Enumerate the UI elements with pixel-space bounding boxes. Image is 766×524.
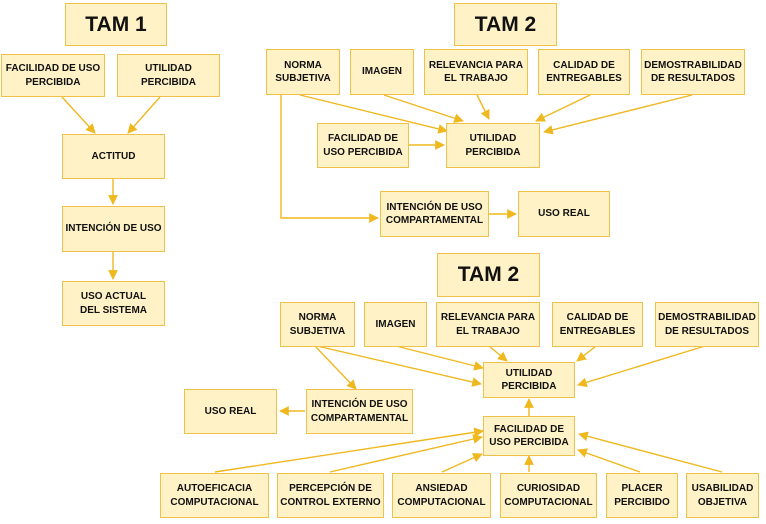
- tam2-top-uso-real-box: USO REAL: [518, 191, 610, 237]
- arrow-t2b-demostrabilidad-utilidad: [577, 345, 706, 388]
- tam1-title: TAM 1: [65, 3, 167, 46]
- tam1-uso-actual-box: USO ACTUAL DEL SISTEMA: [62, 281, 165, 326]
- tam2-bottom-ansiedad-box: ANSIEDAD COMPUTACIONAL: [392, 473, 491, 518]
- arrow-t1-utilidad-actitud: [127, 96, 161, 134]
- arrow-t2a-norma-intencion: [280, 95, 379, 223]
- tam2-bottom-norma-box: NORMA SUBJETIVA: [280, 302, 355, 347]
- tam1-intencion-box: INTENCIÓN DE USO: [62, 206, 165, 252]
- tam2-top-title: TAM 2: [454, 3, 557, 46]
- tam2-bottom-curiosidad-box: CURIOSIDAD COMPUTACIONAL: [500, 473, 597, 518]
- arrow-t2b-placer-facilidad: [577, 448, 641, 473]
- tam2-top-intencion-box: INTENCIÓN DE USO COMPARTAMENTAL: [380, 191, 489, 237]
- tam2-top-utilidad-box: UTILIDAD PERCIBIDA: [446, 123, 540, 168]
- arrow-t2b-norma-utilidad: [316, 345, 482, 387]
- tam1-utilidad-box: UTILIDAD PERCIBIDA: [117, 54, 220, 97]
- arrow-t2a-imagen-utilidad: [383, 94, 464, 123]
- arrow-t2b-imagen-utilidad: [395, 345, 484, 371]
- tam2-bottom-relevancia-box: RELEVANCIA PARA EL TRABAJO: [436, 302, 540, 347]
- tam2-top-facilidad-box: FACILIDAD DE USO PERCIBIDA: [317, 123, 409, 168]
- tam2-top-imagen-box: IMAGEN: [350, 49, 414, 95]
- tam2-bottom-demostrabilidad-box: DEMOSTRABILIDAD DE RESULTADOS: [655, 302, 759, 347]
- arrow-t2b-calidad-utilidad: [576, 345, 597, 362]
- tam1-actitud-box: ACTITUD: [62, 134, 165, 179]
- arrow-t2b-autoeficacia-facilidad: [214, 427, 484, 473]
- tam2-bottom-usabilidad-box: USABILIDAD OBJETIVA: [686, 473, 759, 518]
- tam2-bottom-calidad-box: CALIDAD DE ENTREGABLES: [552, 302, 643, 347]
- arrow-t2a-norma-utilidad: [299, 94, 448, 134]
- arrow-t2b-relevancia-utilidad: [488, 345, 508, 362]
- arrow-t2a-demostrabilidad-utilidad: [543, 94, 693, 135]
- tam2-bottom-facilidad-box: FACILIDAD DE USO PERCIBIDA: [483, 416, 575, 456]
- tam2-bottom-percepcion-box: PERCEPCIÓN DE CONTROL EXTERNO: [277, 473, 384, 518]
- tam2-top-demostrabilidad-box: DEMOSTRABILIDAD DE RESULTADOS: [641, 49, 745, 95]
- arrow-t2b-ansiedad-facilidad: [441, 453, 483, 473]
- arrow-t1-facilidad-actitud: [61, 96, 96, 134]
- tam1-facilidad-box: FACILIDAD DE USO PERCIBIDA: [1, 54, 105, 97]
- tam2-top-relevancia-box: RELEVANCIA PARA EL TRABAJO: [424, 49, 528, 95]
- arrow-t2b-usabilidad-facilidad: [578, 431, 723, 473]
- tam2-bottom-placer-box: PLACER PERCIBIDO: [606, 473, 678, 518]
- tam2-top-norma-box: NORMA SUBJETIVA: [266, 49, 340, 95]
- arrow-t2b-percepcion-facilidad: [329, 434, 483, 473]
- tam2-bottom-imagen-box: IMAGEN: [364, 302, 427, 347]
- tam2-bottom-autoeficacia-box: AUTOEFICACIA COMPUTACIONAL: [160, 473, 269, 518]
- tam2-bottom-utilidad-box: UTILIDAD PERCIBIDA: [483, 362, 575, 398]
- arrow-t2b-norma-intencion: [314, 345, 357, 390]
- tam2-bottom-title: TAM 2: [437, 253, 540, 297]
- tam2-bottom-intencion-box: INTENCIÓN DE USO COMPARTAMENTAL: [306, 389, 413, 434]
- arrow-t2a-relevancia-utilidad: [476, 94, 490, 120]
- tam2-top-calidad-box: CALIDAD DE ENTREGABLES: [538, 49, 630, 95]
- tam2-bottom-uso-real-box: USO REAL: [184, 389, 277, 434]
- arrow-t2a-calidad-utilidad: [535, 94, 591, 122]
